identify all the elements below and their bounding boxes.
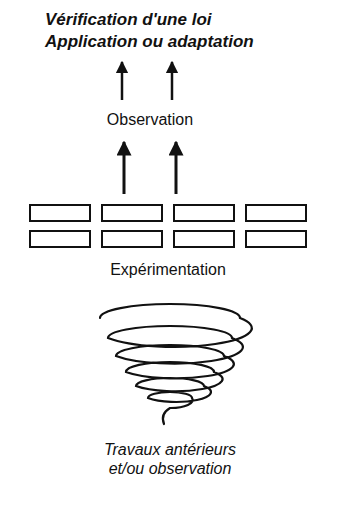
origin-label: Travaux antérieurs et/ou observation <box>90 440 250 478</box>
upper-arrows <box>122 62 172 100</box>
up-arrow <box>121 62 124 100</box>
up-arrow <box>175 142 178 194</box>
experiment-box <box>30 231 90 247</box>
experiment-box <box>174 205 234 221</box>
lower-arrows <box>124 142 176 194</box>
result-label: Vérification d'une loi <box>45 10 212 30</box>
experiment-box <box>102 231 162 247</box>
stage-label: Expérimentation <box>110 260 226 279</box>
up-arrow <box>123 142 126 194</box>
experiment-box <box>102 205 162 221</box>
result-label: Application ou adaptation <box>45 32 254 52</box>
stage-label: Observation <box>107 110 193 129</box>
experiment-box <box>30 205 90 221</box>
spiral-coil <box>100 304 252 424</box>
experiment-box <box>246 231 306 247</box>
experiment-grid <box>30 205 306 247</box>
experiment-box <box>174 231 234 247</box>
experiment-box <box>246 205 306 221</box>
up-arrow <box>171 62 174 100</box>
